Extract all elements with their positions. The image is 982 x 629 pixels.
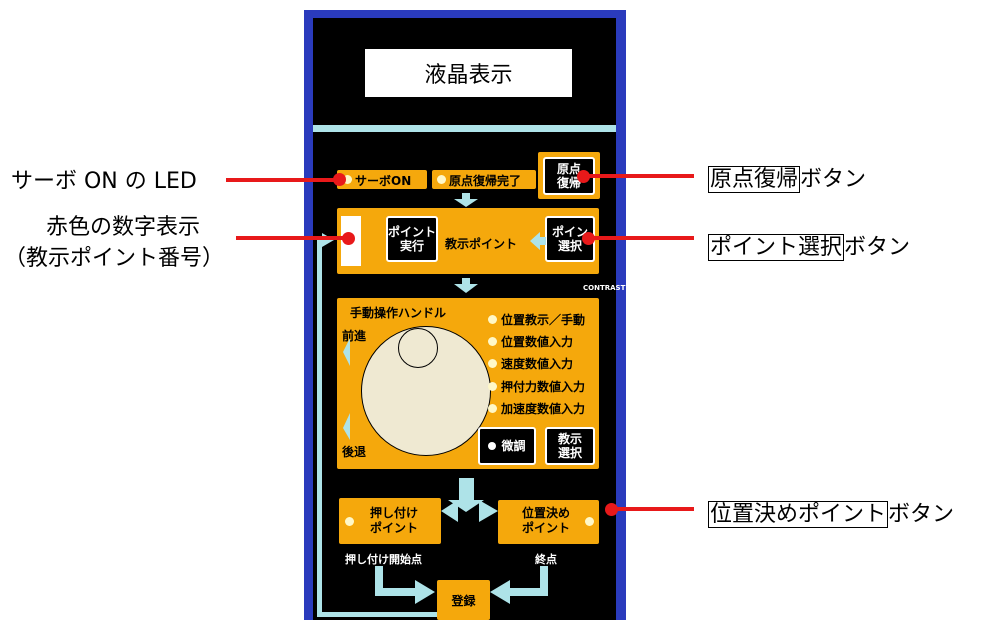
home-button-annotation-boxed: 原点復帰 bbox=[708, 166, 801, 193]
push-point-line2: ポイント bbox=[370, 521, 419, 535]
fine-adjust-dot-icon bbox=[488, 442, 497, 450]
mode-item-label: 速度数値入力 bbox=[501, 357, 574, 371]
forward-arrow-icon bbox=[343, 338, 350, 366]
position-point-line2: ポイント bbox=[522, 521, 571, 535]
mode-item-label: 位置教示／手動 bbox=[501, 313, 586, 327]
position-point-annotation: 位置決めポイントボタン bbox=[708, 496, 954, 528]
red-digit-annotation-line1: 赤色の数字表示 bbox=[46, 215, 201, 240]
servo-led-annotation: サーボ ON の LED bbox=[11, 169, 197, 194]
position-point-label: 位置決めポイント bbox=[522, 506, 570, 536]
red-digit-annotation-line2: （教示ポイント番号） bbox=[4, 246, 225, 271]
position-point-led-icon bbox=[585, 517, 594, 526]
home-complete-led-icon bbox=[437, 175, 446, 184]
position-point-leader bbox=[613, 507, 694, 511]
home-button-line2: 復帰 bbox=[556, 176, 581, 190]
home-complete-label: 原点復帰完了 bbox=[449, 174, 522, 188]
push-point-label: 押し付けポイント bbox=[370, 506, 418, 536]
mode-item-label: 位置数値入力 bbox=[501, 335, 574, 349]
teach-select-line2: 選択 bbox=[557, 446, 582, 460]
mode-item-label: 加速度数値入力 bbox=[501, 402, 586, 416]
position-point-line1: 位置決め bbox=[522, 506, 571, 520]
push-start-label: 押し付け開始点 bbox=[345, 553, 422, 566]
push-start-arrow-icon bbox=[375, 566, 435, 604]
position-point-annotation-suffix: ボタン bbox=[888, 502, 955, 527]
point-exec-line2: 実行 bbox=[399, 239, 424, 253]
teach-select-button[interactable]: 教示選択 bbox=[545, 427, 595, 465]
home-button-line1: 原点 bbox=[556, 162, 581, 176]
point-exec-line1: ポイント bbox=[388, 225, 437, 239]
arrow-right-bottom-icon bbox=[441, 500, 458, 522]
mode-led-icon bbox=[488, 359, 497, 368]
end-point-label: 終点 bbox=[535, 553, 557, 566]
handle-knob[interactable] bbox=[398, 328, 438, 368]
point-select-leader bbox=[589, 236, 694, 240]
fine-adjust-label: 微調 bbox=[501, 439, 526, 453]
home-button-leader bbox=[584, 174, 694, 178]
red-digit-pointer bbox=[342, 232, 355, 245]
home-button-annotation-suffix: ボタン bbox=[800, 167, 867, 192]
push-point-button[interactable] bbox=[339, 498, 441, 544]
point-exec-button[interactable]: ポイント実行 bbox=[386, 216, 438, 262]
fine-adjust-button[interactable]: 微調 bbox=[478, 427, 536, 465]
return-line-bottom bbox=[317, 612, 437, 617]
push-point-led-icon bbox=[345, 517, 354, 526]
register-label: 登録 bbox=[451, 593, 476, 608]
mode-led-icon bbox=[488, 382, 497, 391]
arrow-down-1-icon bbox=[454, 193, 478, 207]
return-line-vertical bbox=[317, 240, 322, 617]
servo-led-pointer bbox=[333, 173, 346, 186]
point-select-annotation-boxed: ポイント選択 bbox=[708, 234, 845, 261]
point-select-line2: 選択 bbox=[557, 239, 582, 253]
mode-item-label: 押付力数値入力 bbox=[501, 380, 586, 394]
register-button[interactable]: 登録 bbox=[437, 580, 490, 620]
contrast-label: CONTRAST bbox=[583, 284, 626, 292]
point-select-pointer bbox=[582, 232, 595, 245]
servo-led-panel bbox=[337, 170, 427, 189]
point-select-annotation: ポイント選択ボタン bbox=[708, 229, 910, 261]
home-button-pointer bbox=[577, 170, 590, 183]
backward-label: 後退 bbox=[342, 445, 367, 459]
push-point-line1: 押し付け bbox=[370, 506, 419, 520]
teach-point-label: 教示ポイント bbox=[445, 237, 518, 251]
arrow-down-2-icon bbox=[454, 278, 478, 293]
red-digit-leader bbox=[236, 236, 348, 240]
teach-select-line1: 教示 bbox=[557, 432, 582, 446]
end-arrow-icon bbox=[490, 566, 548, 604]
mode-led-icon bbox=[488, 404, 497, 413]
mode-led-icon bbox=[488, 315, 497, 324]
point-select-annotation-suffix: ボタン bbox=[844, 235, 911, 260]
servo-led-label: サーボON bbox=[355, 174, 412, 188]
home-button-annotation: 原点復帰ボタン bbox=[708, 161, 866, 193]
arrow-left-bottom-icon bbox=[479, 500, 498, 522]
point-select-line1: ポイン bbox=[551, 225, 588, 239]
handle-title: 手動操作ハンドル bbox=[350, 306, 447, 320]
home-complete-panel bbox=[432, 170, 536, 189]
servo-led-leader bbox=[226, 178, 340, 182]
arrow-left-icon bbox=[530, 232, 546, 250]
position-point-button[interactable] bbox=[498, 500, 599, 544]
servo-led-icon bbox=[343, 175, 352, 184]
forward-label: 前進 bbox=[342, 329, 367, 343]
lcd-display: 液晶表示 bbox=[364, 48, 573, 98]
mode-led-icon bbox=[488, 337, 497, 346]
position-point-pointer bbox=[605, 503, 618, 516]
backward-arrow-icon bbox=[343, 413, 350, 440]
position-point-annotation-boxed: 位置決めポイント bbox=[708, 501, 889, 528]
divider-bar bbox=[313, 125, 616, 132]
